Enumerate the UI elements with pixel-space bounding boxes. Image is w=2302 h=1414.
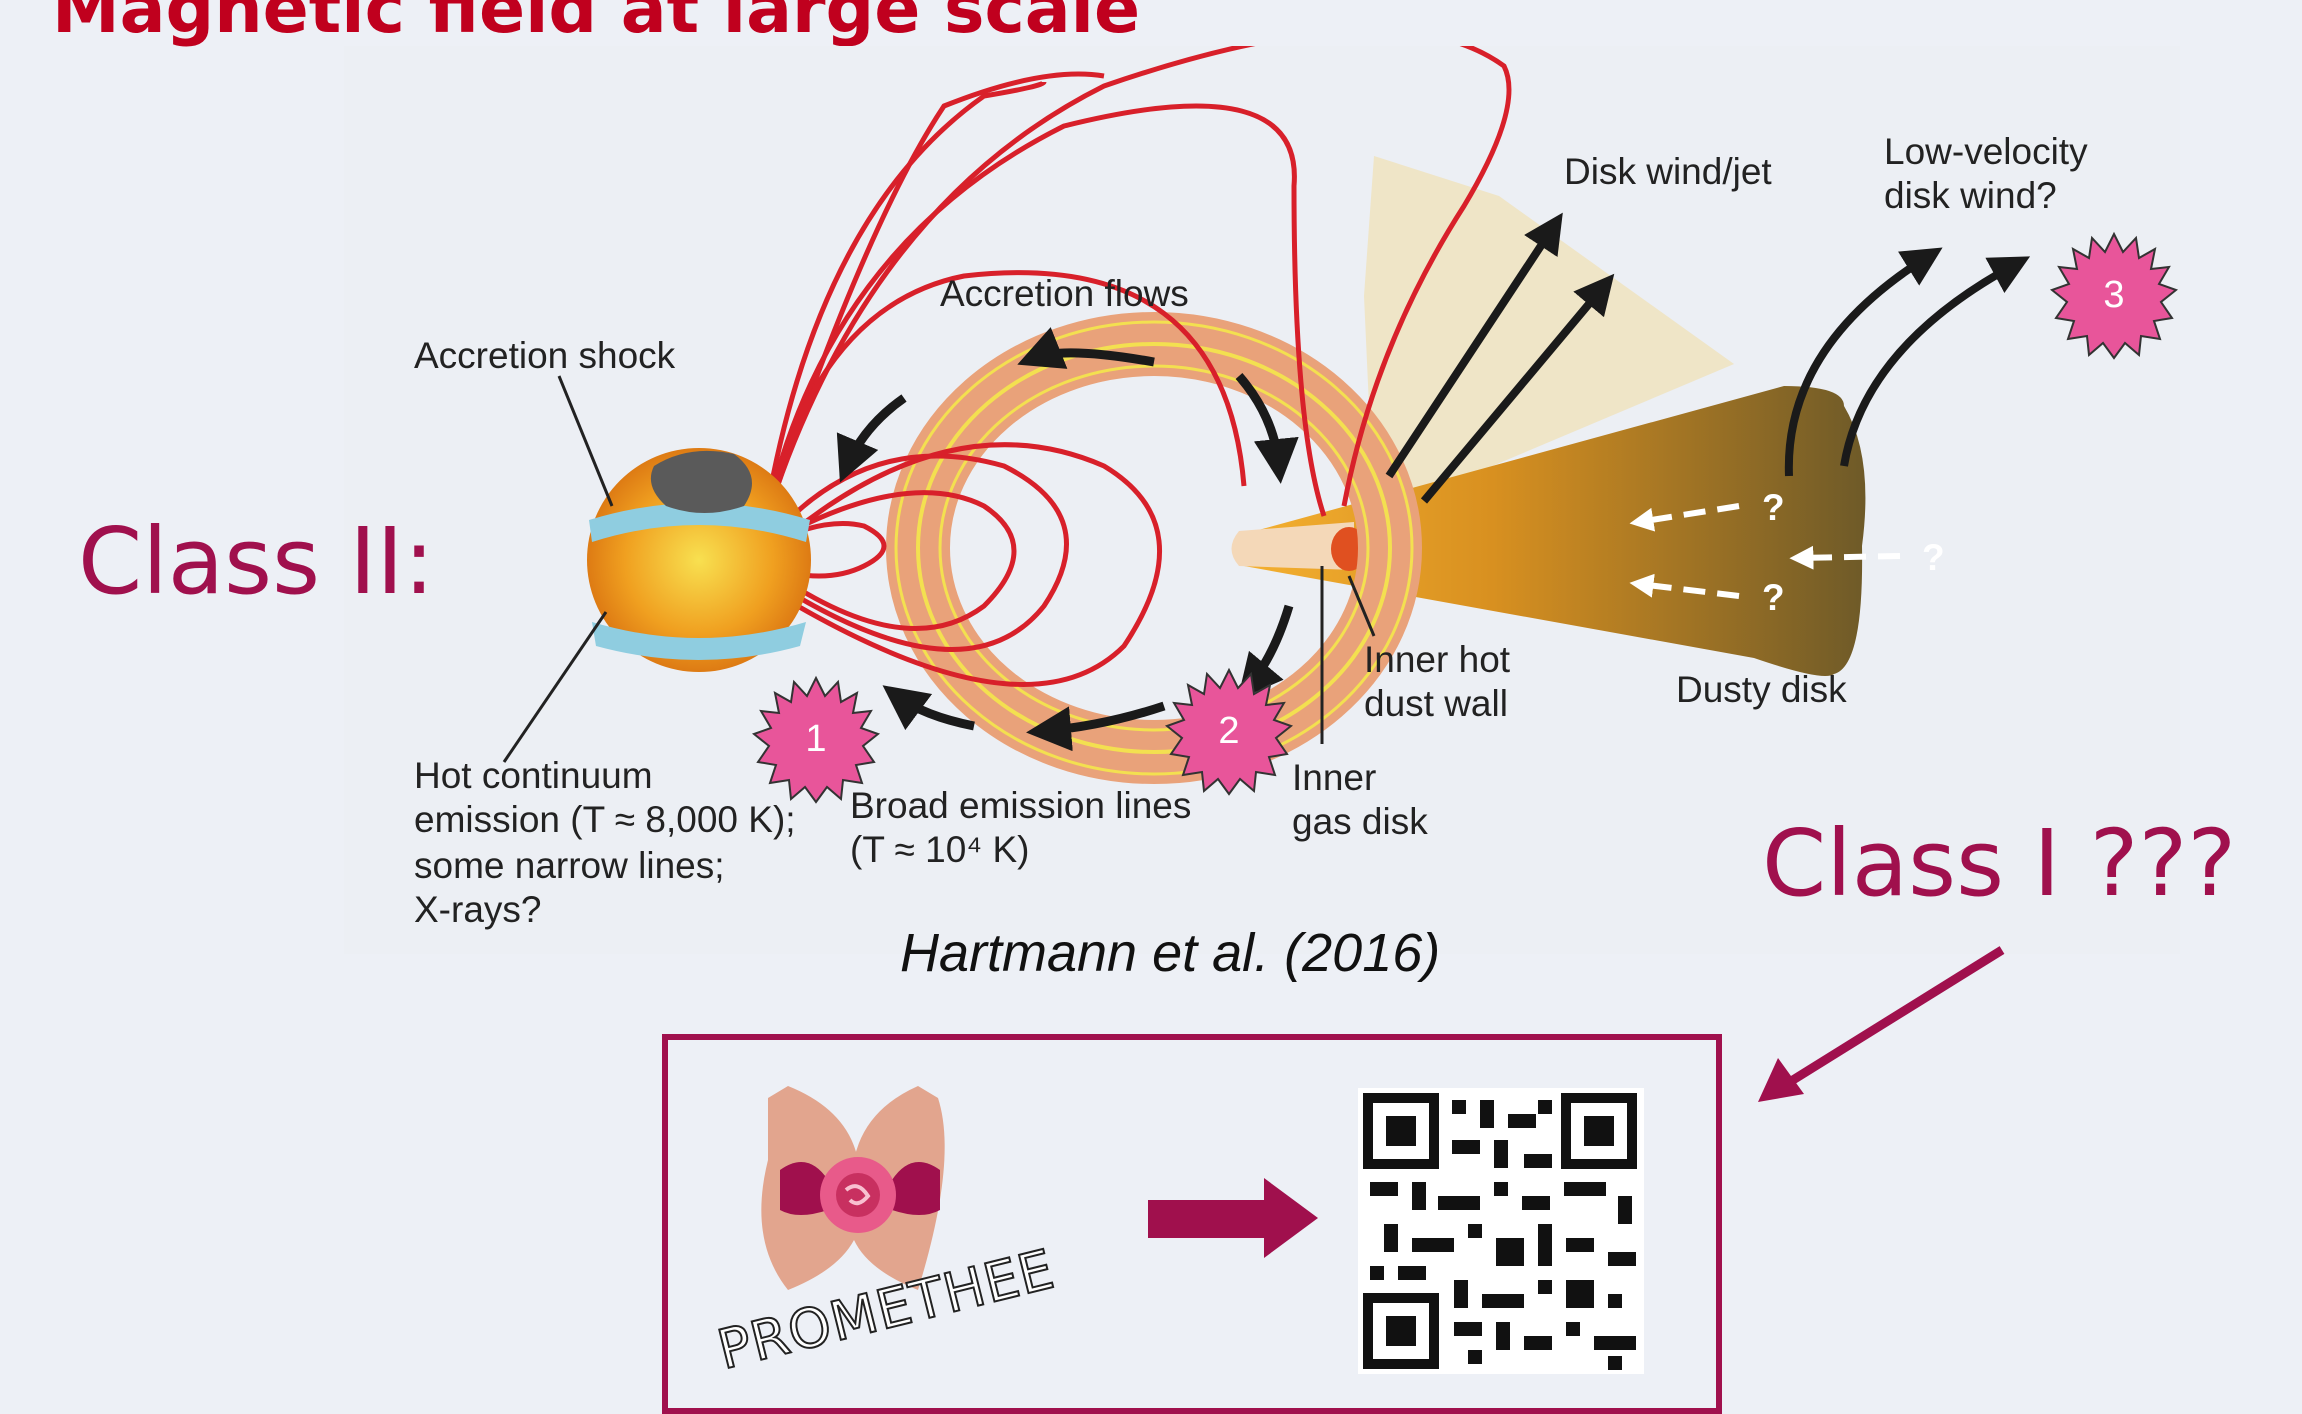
disk-question-mark: ? [1762,486,1785,530]
slide-title: Magnetic field at large scale [52,0,1140,49]
badge-3-label: 3 [2084,274,2144,317]
label-low-velocity-wind-2: disk wind? [1884,174,2057,218]
qr-code-icon [1358,1088,1644,1374]
label-accretion-shock: Accretion shock [414,334,675,378]
promethee-logo-icon [761,1086,944,1290]
citation: Hartmann et al. (2016) [900,922,1440,984]
class-ii-label: Class II: [78,516,435,608]
label-hot-continuum-2: emission (T ≈ 8,000 K); [414,798,796,842]
pointer-arrow-icon [1740,940,2020,1120]
label-accretion-flows: Accretion flows [940,272,1189,316]
label-broad-lines-1: Broad emission lines [850,784,1191,828]
label-low-velocity-wind-1: Low-velocity [1884,130,2088,174]
label-inner-gas-disk-2: gas disk [1292,800,1428,844]
promethee-promo-box[interactable]: PROMETHEE [662,1034,1722,1414]
label-inner-gas-disk-1: Inner [1292,756,1376,800]
label-hot-continuum-3: some narrow lines; [414,844,725,888]
class-i-label: Class I ??? [1762,818,2236,910]
young-star-icon [587,448,811,672]
label-inner-hot-wall-2: dust wall [1364,682,1508,726]
label-hot-continuum-4: X-rays? [414,888,541,932]
label-hot-continuum-1: Hot continuum [414,754,653,798]
label-broad-lines-2: (T ≈ 10⁴ K) [850,828,1029,872]
right-arrow-icon [1148,1178,1318,1258]
badge-2-label: 2 [1199,710,1259,753]
disk-question-mark: ? [1762,576,1785,620]
label-disk-wind-jet: Disk wind/jet [1564,150,1772,194]
label-dusty-disk: Dusty disk [1676,668,1847,712]
label-inner-hot-wall-1: Inner hot [1364,638,1510,682]
disk-question-mark: ? [1922,536,1945,580]
badge-1-label: 1 [786,718,846,761]
